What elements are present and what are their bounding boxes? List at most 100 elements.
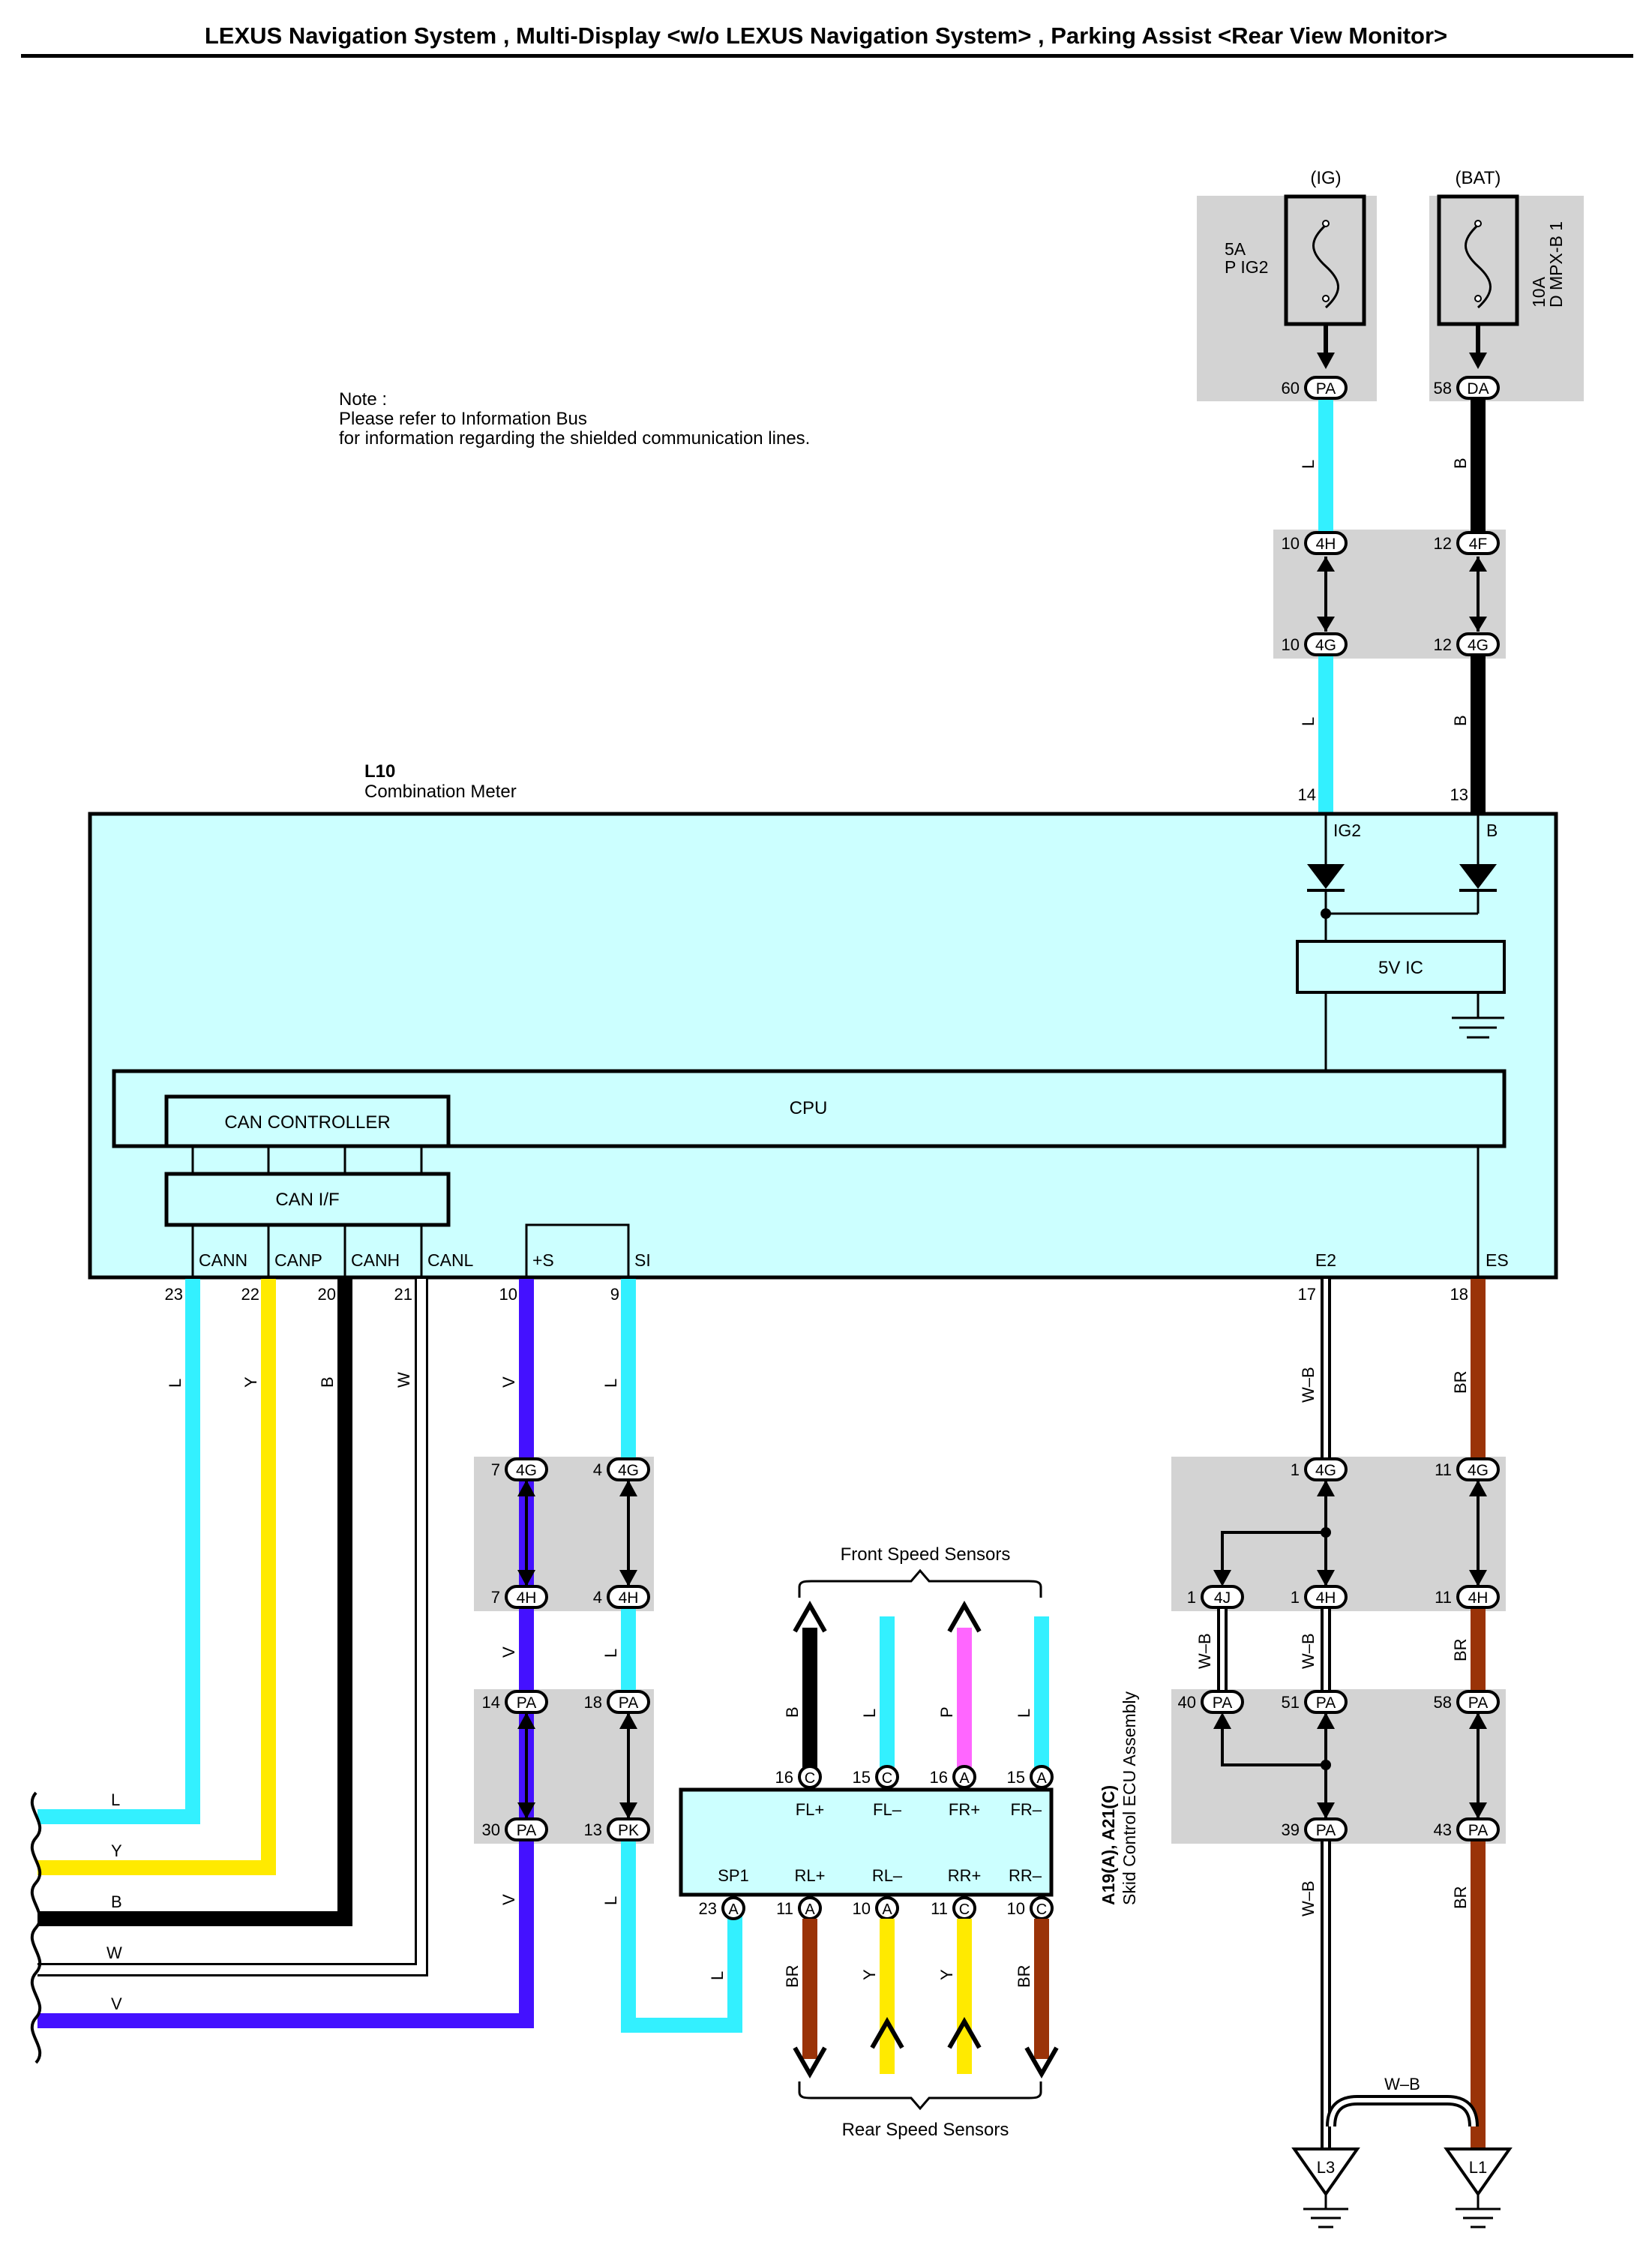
svg-text:V: V bbox=[499, 1894, 518, 1905]
svg-text:Y: Y bbox=[860, 1969, 879, 1980]
svg-text:W–B: W–B bbox=[1299, 1367, 1318, 1403]
svg-text:RR+: RR+ bbox=[948, 1866, 982, 1885]
svg-text:BR: BR bbox=[1451, 1886, 1470, 1909]
svg-text:15: 15 bbox=[1007, 1768, 1025, 1787]
svg-text:BR: BR bbox=[1451, 1370, 1470, 1394]
svg-text:4G: 4G bbox=[1315, 1462, 1336, 1479]
meter-name: Combination Meter bbox=[364, 782, 517, 802]
svg-text:9: 9 bbox=[610, 1285, 619, 1304]
svg-text:SP1: SP1 bbox=[718, 1866, 749, 1885]
svg-text:11: 11 bbox=[1435, 1460, 1452, 1479]
svg-text:PA: PA bbox=[1316, 1694, 1336, 1712]
svg-text:PA: PA bbox=[1316, 1822, 1336, 1839]
fuse-bat-source: (BAT) bbox=[1456, 168, 1501, 188]
fuse-ig-source: (IG) bbox=[1310, 168, 1341, 188]
svg-text:20: 20 bbox=[318, 1285, 336, 1304]
fuse-ig-name: P IG2 bbox=[1225, 257, 1268, 277]
svg-text:L1: L1 bbox=[1469, 2158, 1487, 2177]
ground-l1 bbox=[1444, 2147, 1513, 2197]
svg-text:16: 16 bbox=[775, 1768, 793, 1787]
svg-text:4G: 4G bbox=[1468, 1462, 1489, 1479]
ecu-body bbox=[679, 1787, 1054, 1897]
svg-text:PA: PA bbox=[1468, 1822, 1488, 1839]
svg-text:W–B: W–B bbox=[1195, 1633, 1214, 1669]
svg-text:E2: E2 bbox=[1315, 1250, 1336, 1270]
svg-text:14: 14 bbox=[482, 1693, 500, 1712]
svg-text:C: C bbox=[805, 1770, 815, 1787]
combination-meter: L10 Combination Meter 14 13 IG2 B 5V IC bbox=[88, 761, 1558, 1280]
svg-text:A: A bbox=[1036, 1770, 1047, 1787]
svg-text:L: L bbox=[708, 1971, 727, 1980]
svg-text:A: A bbox=[805, 1901, 815, 1918]
ecu-id: A19(A), A21(C) bbox=[1099, 1785, 1118, 1905]
svg-text:4F: 4F bbox=[1469, 536, 1488, 553]
svg-text:L: L bbox=[1299, 717, 1318, 726]
diode-ig2 bbox=[1307, 864, 1345, 889]
svg-text:W: W bbox=[106, 1943, 122, 1962]
svg-text:FL+: FL+ bbox=[796, 1800, 825, 1819]
can-bus-wires: L Y B W L Y B W V bbox=[30, 1279, 534, 2064]
svg-text:C: C bbox=[959, 1901, 970, 1918]
svg-text:PA: PA bbox=[1468, 1694, 1488, 1712]
can-controller bbox=[164, 1094, 451, 1148]
svg-text:ES: ES bbox=[1486, 1250, 1509, 1270]
svg-text:13: 13 bbox=[584, 1820, 602, 1839]
svg-text:B: B bbox=[783, 1706, 802, 1718]
supply-wires: L B L B bbox=[1299, 398, 1486, 814]
wire-b-canh bbox=[37, 1279, 352, 1926]
svg-text:4H: 4H bbox=[1468, 1589, 1489, 1607]
wire-y-canp bbox=[37, 1279, 276, 1875]
svg-text:W–B: W–B bbox=[1384, 2075, 1420, 2093]
svg-text:Y: Y bbox=[111, 1841, 122, 1860]
svg-text:4: 4 bbox=[593, 1460, 602, 1479]
svg-text:FR+: FR+ bbox=[949, 1800, 980, 1819]
svg-text:43: 43 bbox=[1434, 1820, 1452, 1839]
svg-text:L: L bbox=[601, 1379, 620, 1388]
svg-text:7: 7 bbox=[491, 1460, 500, 1479]
svg-text:40: 40 bbox=[1178, 1693, 1196, 1712]
svg-text:1: 1 bbox=[1187, 1588, 1196, 1607]
note-line-2: Please refer to Information Bus bbox=[339, 409, 587, 429]
svg-text:A: A bbox=[728, 1901, 739, 1918]
note-heading: Note : bbox=[339, 389, 388, 410]
svg-text:11: 11 bbox=[776, 1899, 793, 1918]
svg-text:4: 4 bbox=[593, 1588, 602, 1607]
skid-control-ecu: FL+ FL– FR+ FR– SP1 RL+ RL– RR+ RR– A19(… bbox=[679, 1544, 1139, 2140]
svg-text:PA: PA bbox=[517, 1694, 536, 1712]
svg-text:10: 10 bbox=[1007, 1899, 1025, 1918]
svg-text:4J: 4J bbox=[1214, 1589, 1231, 1607]
wire-l-cann bbox=[37, 1279, 200, 1824]
svg-text:1: 1 bbox=[1291, 1588, 1300, 1607]
svg-text:CPU: CPU bbox=[790, 1098, 828, 1118]
svg-text:W–B: W–B bbox=[1299, 1633, 1318, 1669]
svg-text:Y: Y bbox=[241, 1376, 260, 1388]
ground-l3 bbox=[1291, 2147, 1360, 2197]
svg-text:10: 10 bbox=[853, 1899, 871, 1918]
svg-text:V: V bbox=[499, 1646, 518, 1658]
svg-text:10: 10 bbox=[1282, 534, 1300, 553]
svg-text:CANL: CANL bbox=[427, 1250, 474, 1270]
svg-text:7: 7 bbox=[491, 1588, 500, 1607]
note-line-3: for information regarding the shielded c… bbox=[339, 428, 811, 449]
svg-text:L: L bbox=[1299, 460, 1318, 469]
svg-text:A: A bbox=[959, 1770, 970, 1787]
fuse-bat: (BAT) 10A D MPX-B 1 bbox=[1437, 168, 1566, 360]
svg-text:PK: PK bbox=[618, 1822, 639, 1839]
svg-text:PA: PA bbox=[517, 1822, 536, 1839]
rear-sensors-brace bbox=[798, 2081, 1042, 2111]
can-if bbox=[164, 1172, 451, 1227]
meter-id: L10 bbox=[364, 761, 395, 782]
svg-text:L: L bbox=[1015, 1709, 1033, 1718]
svg-text:FL–: FL– bbox=[873, 1800, 902, 1819]
svg-text:4H: 4H bbox=[1316, 536, 1336, 553]
svg-text:11: 11 bbox=[931, 1899, 948, 1918]
svg-text:Y: Y bbox=[937, 1969, 956, 1980]
fuse-ig-element bbox=[1312, 224, 1339, 309]
page-title: LEXUS Navigation System , Multi-Display … bbox=[204, 23, 1448, 49]
svg-text:16: 16 bbox=[930, 1768, 948, 1787]
svg-text:21: 21 bbox=[394, 1285, 412, 1304]
svg-text:58: 58 bbox=[1434, 1693, 1452, 1712]
ic-5v bbox=[1296, 940, 1506, 994]
title-rule bbox=[21, 54, 1633, 58]
